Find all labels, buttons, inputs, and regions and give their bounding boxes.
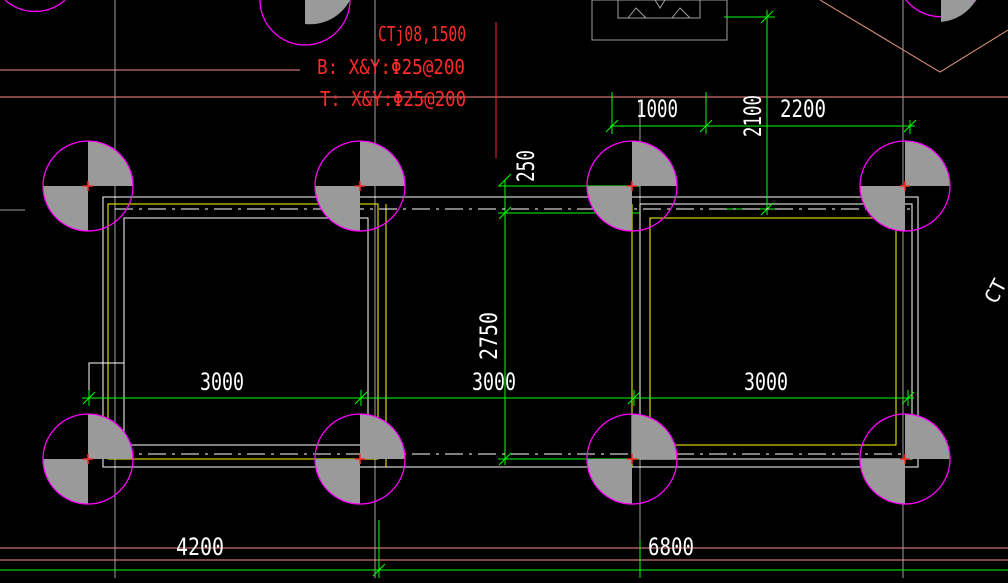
- dim-span-middle: 3000: [472, 368, 516, 396]
- dim-top-right: 2200: [780, 95, 826, 123]
- pile-symbol: [859, 140, 951, 232]
- dim-top-vertical: 2100: [739, 95, 767, 137]
- dim-height: 2750: [475, 312, 503, 360]
- edge-label: CT: [979, 275, 1008, 308]
- pile-symbol: [314, 140, 406, 232]
- pile-symbol: [586, 413, 678, 505]
- pile-symbol: [586, 140, 678, 232]
- dim-top-left: 1000: [636, 95, 678, 123]
- reinforcement-annotation: CTj08,1500 B: X&Y:Φ25@200 T: X&Y:Φ25@200: [317, 22, 466, 111]
- dimension-lines: [0, 10, 1008, 578]
- pile-symbol: [42, 140, 134, 232]
- dimension-labels: 1000 2200 2100 250 2750 3000 3000 3000 4…: [176, 95, 826, 561]
- dim-offset: 250: [512, 150, 540, 182]
- dim-bottom-left: 4200: [176, 533, 224, 561]
- center-axis-line: [115, 208, 910, 455]
- pile-symbol: [859, 413, 951, 505]
- pile-symbol: [42, 413, 134, 505]
- pile-symbol: [314, 413, 406, 505]
- dim-bottom-right: 6800: [648, 533, 694, 561]
- dim-span-left: 3000: [200, 368, 244, 396]
- annotation-line-3: T: X&Y:Φ25@200: [320, 87, 466, 111]
- pile-cap-outlines: [88, 196, 919, 468]
- annotation-line-2: B: X&Y:Φ25@200: [317, 55, 465, 79]
- partial-piles-top: [4, 0, 977, 46]
- annotation-line-1: CTj08,1500: [378, 22, 466, 46]
- dim-span-right: 3000: [744, 368, 788, 396]
- pile-group: [42, 140, 951, 505]
